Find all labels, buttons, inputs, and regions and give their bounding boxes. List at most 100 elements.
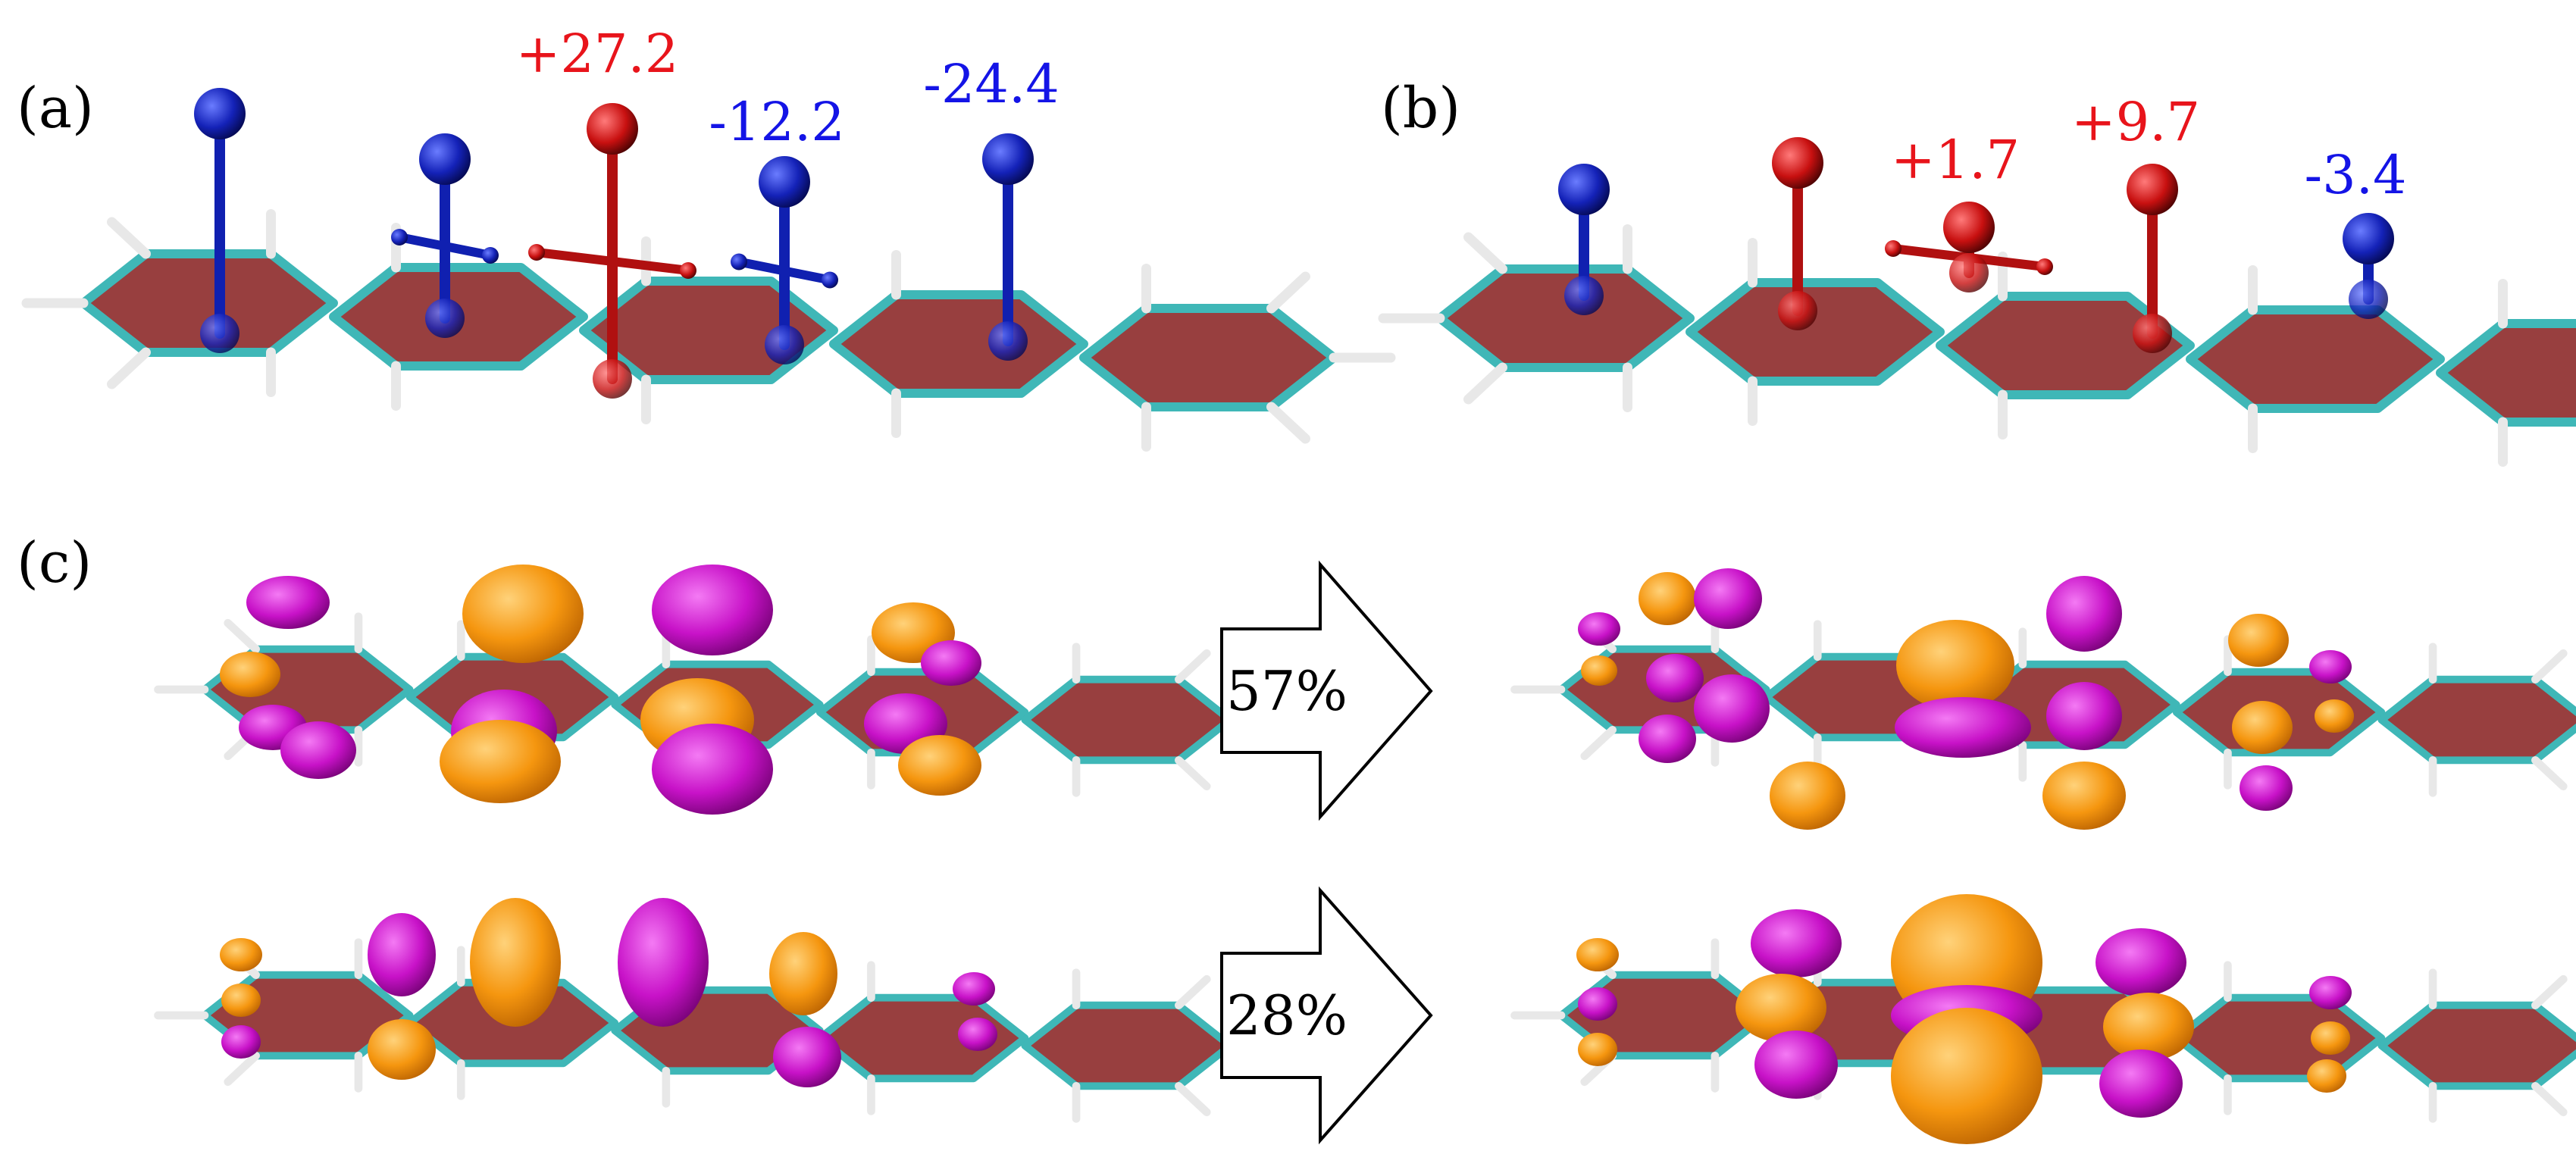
orbital-lobe [2309,976,2352,1009]
orbital-lobe [462,565,584,663]
ring-5 [1079,304,1338,411]
nics-value-b-3: -3.4 [2305,144,2407,206]
marker-bottom-ball [593,359,632,399]
hydrogen-bond [1266,402,1310,444]
hydrogen-bond [2531,974,2568,1010]
orbital-lobe [1694,568,1762,629]
hydrogen-bond [1463,362,1507,405]
hydrogen-bond [1175,974,1211,1010]
marker-bottom-ball [2133,314,2172,353]
orbital-lobe [958,1018,997,1051]
marker-cross-ball [482,247,499,264]
nics-marker-a-3 [528,103,696,399]
marker-top-ball [1772,137,1823,189]
orbital-lobe [618,898,709,1027]
nics-value-b-1: +1.7 [1891,129,2020,191]
marker-bottom-ball [1949,253,1989,292]
nics-marker-b-1 [1558,164,1610,315]
orbital-lobe [246,576,330,629]
marker-bottom-ball [200,314,239,353]
ring-2 [1686,278,1945,386]
marker-cross-ball [1885,240,1901,257]
orbital-lobe [2099,1049,2183,1118]
hydrogen-bond [224,1051,260,1087]
orbital-lobe [1639,572,1696,625]
hydrogen-bond [224,618,260,654]
orbital-lobe [2309,650,2352,683]
marker-top-ball [419,133,471,185]
orbital-lobe [221,1025,261,1059]
orbital-lobe [953,972,995,1006]
orbital-lobe [1891,1008,2042,1144]
hydrogen-bond [107,217,151,259]
nics-marker-a-2 [391,133,499,338]
orbital-lobe [1578,1033,1617,1066]
molecule-b [1378,224,2576,467]
ring-1 [1435,264,1695,372]
orbital-lobe [280,721,356,779]
marker-cross-ball [528,244,545,261]
orbital-lobe [470,898,561,1027]
orbital-lobe [2096,928,2186,996]
marker-top-ball [1943,202,1995,253]
ring-5 [1021,1001,1234,1090]
nics-marker-a-1 [194,88,246,353]
orbital-lobe [2042,762,2126,830]
orbital-lobe [2046,576,2122,652]
nics-marker-b-2 [1772,137,1823,330]
orbital-lobe [220,652,280,697]
marker-bottom-ball [1778,291,1817,330]
hydrogen-bond [2531,1081,2568,1117]
orbital-lobe [1581,655,1617,686]
arrow-percent-2: 28% [1226,984,1347,1047]
hydrogen-bond [1266,271,1310,314]
orbital-lobe [1751,909,1842,977]
ring-4 [2186,305,2445,413]
nics-value-a-3: -24.4 [923,53,1060,115]
orbital-lobe [652,565,773,655]
marker-cross [734,257,834,285]
ring-5 [2377,675,2576,765]
orbital-lobe [1646,654,1704,702]
orbital-lobe [2232,701,2293,754]
nics-marker-a-4 [731,156,838,364]
nics-value-a-1: +27.2 [516,23,679,85]
hydrogen-bond [1463,232,1507,274]
hydrogen-bond [107,347,151,389]
marker-bottom-ball [2349,280,2388,319]
orbital-lobe [220,938,262,971]
hydrogen-bond [2531,649,2568,684]
orbital-lobe [2103,993,2194,1061]
marker-bottom-ball [988,321,1028,361]
arrow-shape-2 [1220,886,1433,1145]
orbital-lobe [2315,699,2354,733]
orbital-lobe [2046,682,2122,750]
marker-top-ball [1558,164,1610,215]
panel-label-a: (a) [17,76,94,141]
orbital-lobe [1576,938,1619,971]
marker-top-ball [982,133,1034,185]
ring-4 [829,290,1088,398]
marker-top-ball [194,88,246,139]
orbital-lobe [368,1019,436,1080]
orbital-lobe [440,720,561,803]
panel-label-c: (c) [17,530,92,596]
marker-top-ball [587,103,638,155]
orbital-lobe [1754,1031,1838,1099]
molecule-c2-left [154,938,1281,1123]
hydrogen-bond [1175,649,1211,684]
marker-cross-ball [822,271,838,289]
marker-cross-ball [2036,258,2053,275]
orbital-lobe [652,724,773,815]
nics-marker-a-5 [982,133,1034,361]
orbital-lobe [1578,987,1617,1021]
nics-markers-layer [194,88,2394,399]
marker-top-ball [759,156,810,208]
marker-top-ball [2127,164,2178,215]
marker-bottom-ball [765,325,804,364]
nics-marker-b-3 [1885,202,2053,292]
orbital-lobe [1895,697,2031,758]
marker-top-ball [2343,213,2394,264]
ring-4 [2172,993,2386,1083]
